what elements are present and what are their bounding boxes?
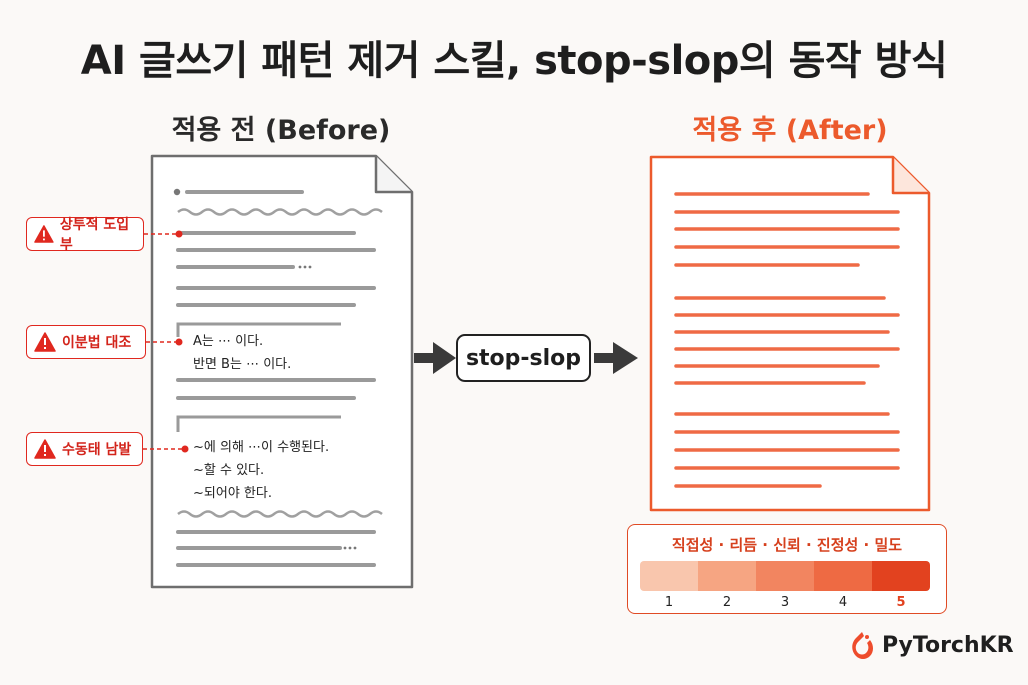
score-cell xyxy=(872,561,930,591)
brand-name: PyTorchKR xyxy=(882,632,1014,658)
after-document xyxy=(649,155,931,512)
tag-dichotomy: 이분법 대조 xyxy=(26,325,146,359)
pytorch-flame-icon xyxy=(852,632,873,659)
warning-icon xyxy=(34,439,56,459)
score-cell xyxy=(698,561,756,591)
passive-line: ~할 수 있다. xyxy=(193,463,265,478)
score-cell xyxy=(756,561,814,591)
tag-label: 상투적 도입부 xyxy=(59,217,130,253)
after-heading: 적용 후 (After) xyxy=(692,115,888,146)
passive-line: ~에 의해 ⋯이 수행된다. xyxy=(193,440,330,455)
score-level-label: 1 xyxy=(664,595,674,610)
score-criteria: 직접성 · 리듬 · 신뢰 · 진정성 · 밀도 xyxy=(671,536,903,554)
passive-line: ~되어야 한다. xyxy=(193,486,272,501)
score-cell xyxy=(814,561,872,591)
arrow-right-icon xyxy=(613,342,638,374)
brand-logo: PyTorchKR xyxy=(848,630,1014,660)
doc-bullet xyxy=(173,188,181,196)
score-level-label: 5 xyxy=(896,595,906,610)
before-document xyxy=(150,154,414,589)
quality-score-panel: 직접성 · 리듬 · 신뢰 · 진정성 · 밀도 1 2 3 4 5 xyxy=(627,524,947,614)
arrow-right-icon xyxy=(433,342,456,374)
tag-label: 수동태 남발 xyxy=(62,442,132,458)
tag-label: 이분법 대조 xyxy=(62,335,132,351)
contrast-line: 반면 B는 ⋯ 이다. xyxy=(193,357,292,372)
tag-passive-voice: 수동태 남발 xyxy=(26,432,143,466)
wavy-line xyxy=(177,208,383,216)
score-level-label: 4 xyxy=(838,595,848,610)
passive-example: ~에 의해 ⋯이 수행된다. ~할 수 있다. ~되어야 한다. xyxy=(193,436,329,505)
tag-cliche-intro: 상투적 도입부 xyxy=(26,217,144,253)
page-title: AI 글쓰기 패턴 제거 스킬, stop-slop의 동작 방식 xyxy=(80,38,948,84)
wavy-line xyxy=(177,510,383,518)
score-cell xyxy=(640,561,698,591)
before-heading: 적용 전 (Before) xyxy=(171,115,391,146)
score-level-label: 3 xyxy=(780,595,790,610)
score-level-label: 2 xyxy=(722,595,732,610)
contrast-example: A는 ⋯ 이다. 반면 B는 ⋯ 이다. xyxy=(193,330,291,376)
warning-icon xyxy=(34,225,54,243)
warning-icon xyxy=(34,332,56,352)
contrast-line: A는 ⋯ 이다. xyxy=(193,334,264,349)
stop-slop-process: stop-slop xyxy=(456,334,591,382)
flow-arrows xyxy=(414,342,638,374)
tag-connectors xyxy=(143,230,189,453)
